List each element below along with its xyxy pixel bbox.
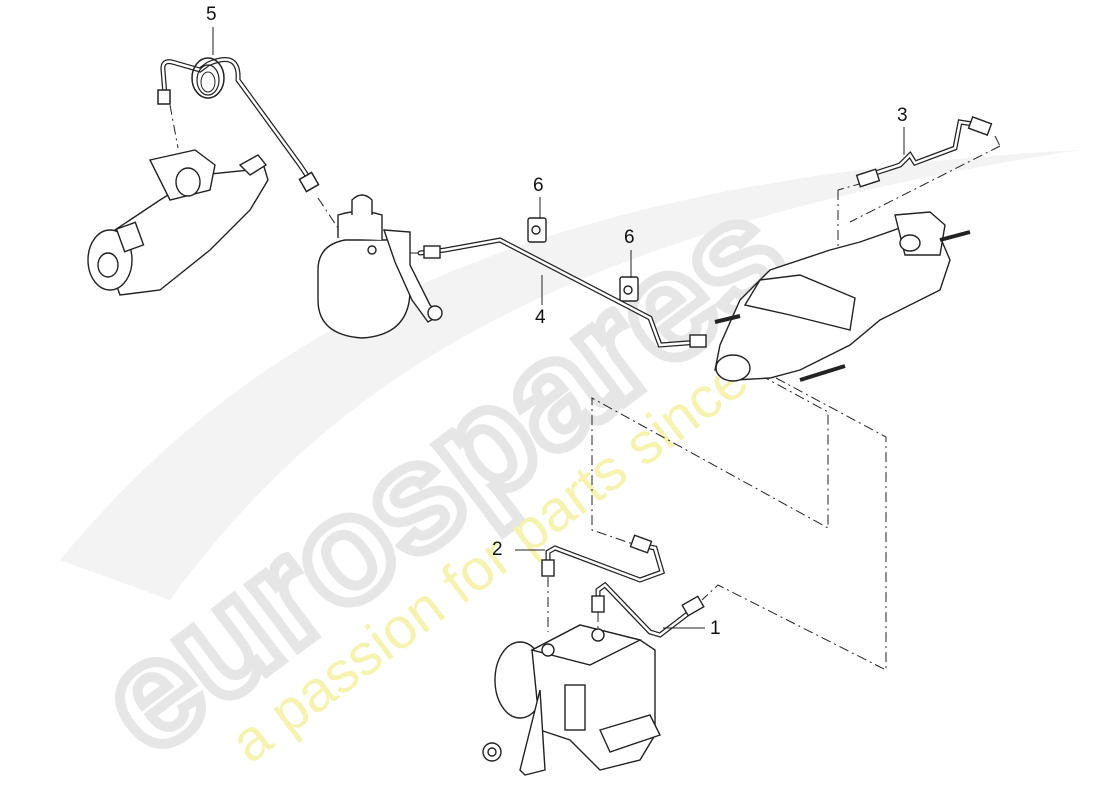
part-4-pressure-line xyxy=(417,237,707,348)
hydraulic-pump xyxy=(87,149,269,296)
callout-6b: 6 xyxy=(624,227,635,248)
callout-6a: 6 xyxy=(533,175,544,196)
part-5-coiled-line xyxy=(157,57,320,193)
callout-4: 4 xyxy=(535,307,546,328)
brake-master-cylinder xyxy=(714,211,971,382)
watermark-swoosh xyxy=(60,150,1080,600)
callout-5: 5 xyxy=(206,4,217,25)
assembly-leader-lines xyxy=(169,104,1001,671)
part-1-2-brake-lines xyxy=(541,534,705,638)
callout-leaders xyxy=(212,27,905,629)
abs-hydraulic-unit xyxy=(482,624,661,776)
callout-3: 3 xyxy=(897,105,908,126)
callout-2: 2 xyxy=(492,539,503,560)
part-3-brake-line xyxy=(855,116,993,188)
callout-1: 1 xyxy=(710,618,721,639)
pressure-accumulator xyxy=(317,194,443,339)
part-6-clips xyxy=(527,217,639,302)
